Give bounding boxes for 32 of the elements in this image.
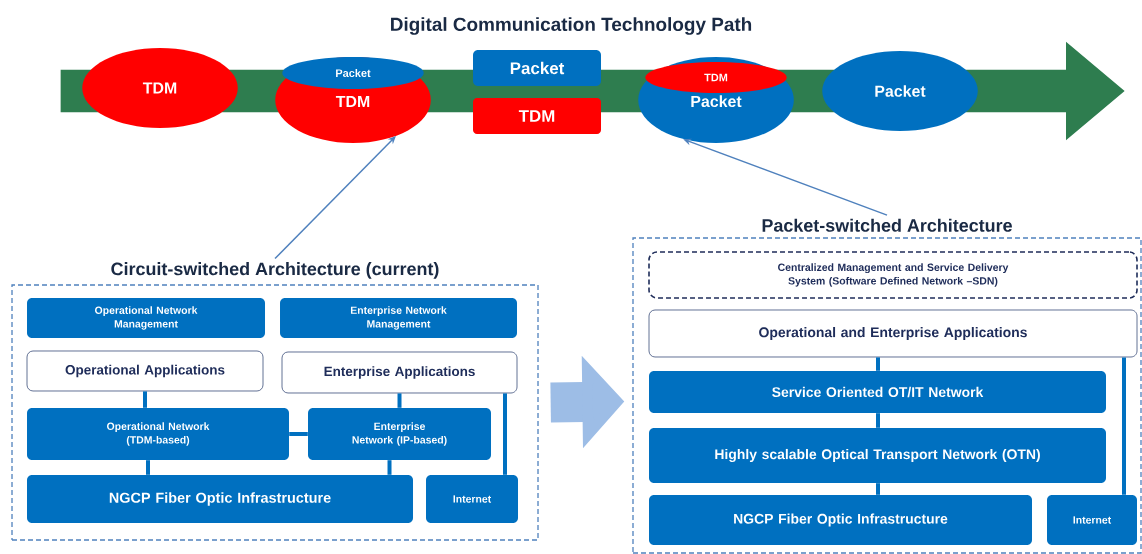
node-label: Circuit-switched Architecture (current) xyxy=(111,262,439,279)
process-box: Internet xyxy=(1047,495,1137,545)
process-box: Operational Network Management xyxy=(27,298,265,338)
diagram-title: Digital Communication Technology Path xyxy=(391,17,752,35)
process-box: TDM xyxy=(473,98,601,134)
connector-line xyxy=(876,413,880,428)
process-box: Packet xyxy=(473,50,601,86)
connector-line xyxy=(503,393,507,475)
process-box: Operational Network (TDM-based) xyxy=(27,408,289,460)
process-box: Operational Applications xyxy=(26,350,264,392)
node-label: Packet-switched Architecture xyxy=(762,218,1012,232)
connector-line xyxy=(397,393,402,408)
process-box: NGCP Fiber Optic Infrastructure xyxy=(649,495,1032,545)
arrow xyxy=(274,136,396,260)
process-box: NGCP Fiber Optic Infrastructure xyxy=(27,475,413,523)
connector-line xyxy=(143,391,147,408)
connector-line xyxy=(876,483,880,495)
ellipse-node: TDM xyxy=(645,62,787,93)
dashed-box: Centralized Management and Service Delivery System (Software Defined Network –SDN) xyxy=(648,251,1138,299)
connector-line xyxy=(289,432,308,436)
process-box: Operational and Enterprise Applications xyxy=(648,309,1138,358)
process-box: Highly scalable Optical Transport Network (OTN) xyxy=(649,428,1106,483)
connector-line xyxy=(387,460,392,475)
process-box: Enterprise Applications xyxy=(281,351,518,394)
process-box: Enterprise Network Management xyxy=(280,298,517,338)
connector-line xyxy=(876,357,880,371)
process-box: Service Oriented OT/IT Network xyxy=(649,371,1106,413)
process-box: Internet xyxy=(426,475,518,523)
ellipse-node: Packet xyxy=(282,57,424,89)
process-box: Enterprise Network (IP-based) xyxy=(308,408,491,460)
connector-line xyxy=(1122,357,1126,495)
connector-line xyxy=(146,460,150,475)
